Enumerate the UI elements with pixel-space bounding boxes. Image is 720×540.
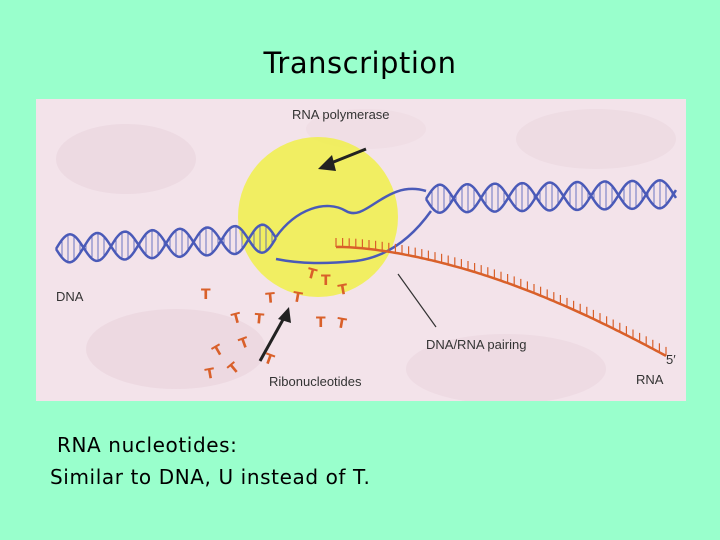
free-nucleotide: T bbox=[316, 315, 326, 331]
template-strand bbox=[275, 210, 433, 265]
coding-strand bbox=[274, 187, 427, 238]
dna-backbone bbox=[424, 179, 678, 214]
background-texture bbox=[56, 109, 676, 401]
dna-backbone bbox=[54, 224, 278, 263]
rna-polymerase-circle bbox=[238, 137, 398, 297]
ribonucleotides-arrow bbox=[258, 307, 291, 362]
free-nucleotide: T bbox=[321, 273, 331, 289]
dna-backbone bbox=[424, 179, 678, 214]
dna-helix-left bbox=[54, 223, 278, 264]
label-five-prime: 5′ bbox=[666, 352, 676, 367]
label-dna: DNA bbox=[56, 289, 84, 304]
free-nucleotide: T bbox=[230, 310, 244, 328]
dna-helix-right bbox=[424, 179, 678, 214]
rna-strand bbox=[335, 238, 667, 357]
caption-line-1: RNA nucleotides: bbox=[57, 433, 238, 457]
label-dna-rna-pairing: DNA/RNA pairing bbox=[426, 337, 526, 352]
caption-line-2: Similar to DNA, U instead of T. bbox=[50, 465, 371, 489]
free-nucleotide: T bbox=[201, 287, 211, 303]
free-nucleotide: T bbox=[204, 365, 217, 382]
polymerase-direction-arrow bbox=[318, 147, 367, 171]
free-nucleotide: T bbox=[335, 315, 348, 332]
free-nucleotide: T bbox=[291, 289, 304, 306]
free-nucleotide: T bbox=[254, 311, 265, 328]
slide-title: Transcription bbox=[263, 46, 457, 80]
dna-rna-pairing-pointer bbox=[397, 273, 437, 328]
label-rna-polymerase: RNA polymerase bbox=[292, 107, 390, 122]
free-nucleotide: T bbox=[265, 290, 276, 307]
transcription-bubble bbox=[274, 187, 433, 265]
rna-backbone bbox=[335, 245, 667, 357]
free-nucleotide: T bbox=[305, 265, 319, 283]
label-ribonucleotides: Ribonucleotides bbox=[269, 374, 362, 389]
free-nucleotide: T bbox=[337, 281, 350, 298]
label-rna: RNA bbox=[636, 372, 664, 387]
dna-double-helix bbox=[54, 179, 678, 265]
